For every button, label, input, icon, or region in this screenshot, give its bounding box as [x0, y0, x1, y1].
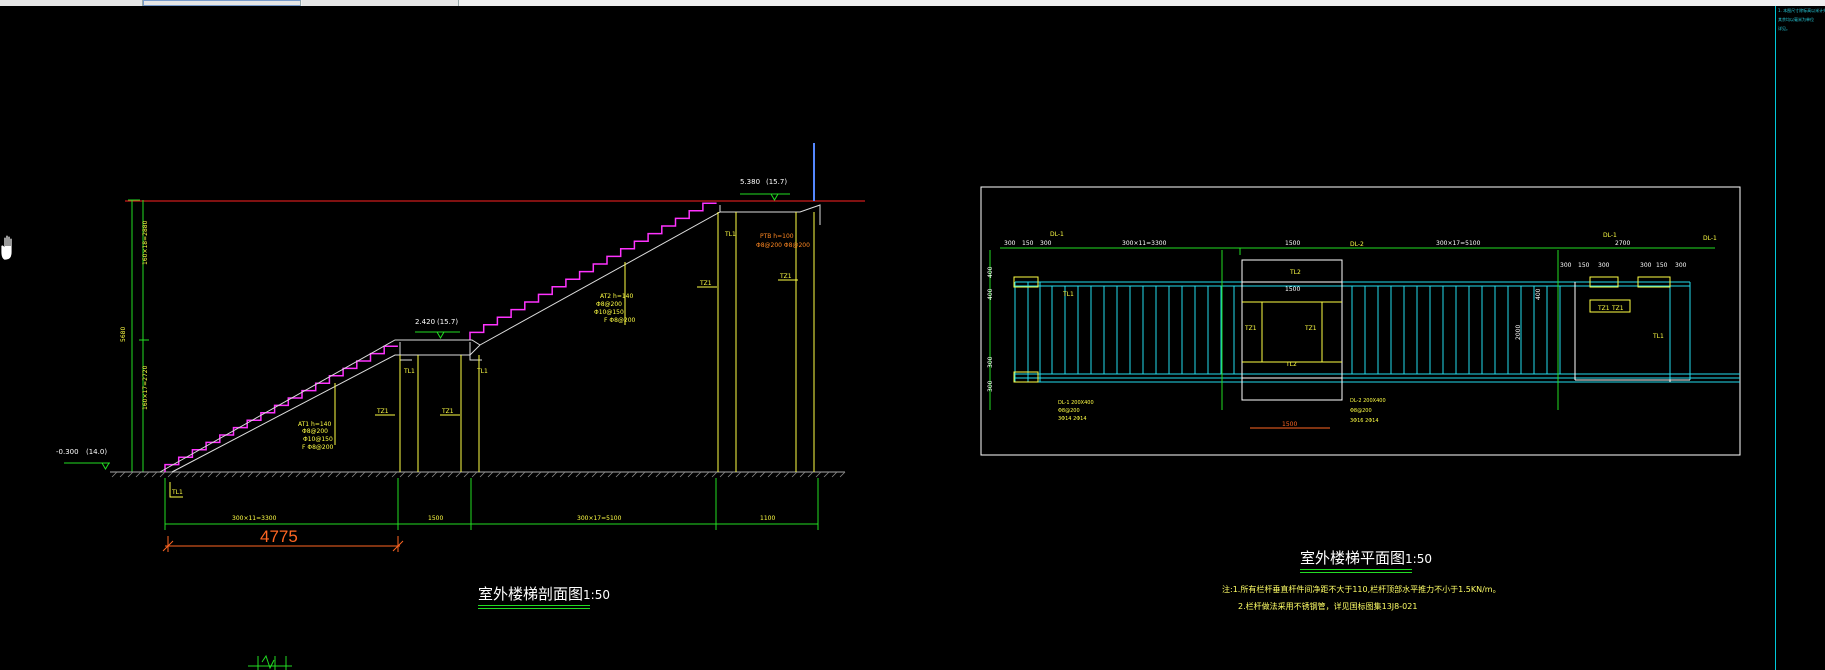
plan-side-dim-3: 300	[987, 356, 994, 368]
right-panel-note-3: 详见。	[1778, 26, 1790, 31]
elevation-marker-top: 5.380 (15.7)	[740, 178, 790, 201]
section-title: 室外楼梯剖面图1:50	[478, 585, 610, 603]
plan-label-dl1-a: DL-1	[1050, 231, 1064, 238]
dim-bottom-3: 300×17=5100	[577, 515, 622, 522]
plan-dim-center-bottom: 1500	[1282, 421, 1297, 428]
plan-title: 室外楼梯平面图1:50	[1300, 549, 1432, 567]
dim-vertical-lower: 160×17=2720	[142, 365, 149, 410]
plan-side-dim-2: 400	[987, 288, 994, 300]
dim-4775-marker	[162, 536, 404, 552]
plan-note-mid-2: Φ8@200	[1350, 408, 1372, 414]
label-tz1-c: TZ1	[699, 280, 712, 287]
plan-note-mid-3: 3Φ16 2Φ14	[1350, 418, 1379, 424]
right-panel-note-1: 1. 本图尺寸除标高以米计外	[1778, 8, 1825, 13]
plan-dim-top-9: 300	[1598, 262, 1610, 269]
label-tz1-d: TZ1	[779, 273, 792, 280]
note-upper-3: Φ10@150	[594, 309, 624, 316]
dim-4775: 4775	[260, 527, 298, 546]
svg-text:2.420: 2.420	[415, 318, 435, 326]
file-tab-1[interactable]	[0, 0, 143, 6]
label-tz1-b: TZ1	[441, 408, 454, 415]
stair-flight-lower	[164, 345, 398, 472]
label-tz1-a: TZ1	[376, 408, 389, 415]
dim-bottom-1: 300×11=3300	[232, 515, 277, 522]
plan-label-tz1-b: TZ1	[1304, 325, 1317, 332]
note-lower-3: Φ10@150	[303, 436, 333, 443]
file-tab-2[interactable]	[143, 0, 301, 6]
plan-drawing: 1500 300 150 300 300×11=3300 1500 300×17…	[980, 186, 1741, 456]
plan-dim-top-10: 300	[1640, 262, 1652, 269]
plan-dim-top-8: 150	[1578, 262, 1590, 269]
plan-note-mid-1: DL-2 200X400	[1350, 398, 1386, 404]
dim-vertical-upper: 160×18=2880	[142, 220, 149, 265]
plan-label-dl1-b: DL-1	[1603, 232, 1617, 239]
top-tab-bar	[0, 0, 1825, 6]
elevation-marker-mid: 2.420 (15.7)	[415, 318, 460, 339]
plan-label-dl2: DL-2	[1350, 241, 1364, 248]
label-tl1-c: TL1	[724, 231, 736, 238]
note-upper-2: Φ8@200	[596, 301, 622, 308]
note-upper-4: F Φ8@200	[604, 317, 636, 324]
note-top-1: PTB h=100	[760, 233, 794, 240]
note-line-1: 注:1.所有栏杆垂直杆件间净距不大于110,栏杆顶部水平推力不小于1.5KN/m…	[1222, 585, 1501, 594]
plan-side-dim-5: 2000	[1515, 325, 1522, 340]
svg-text:(15.7): (15.7)	[766, 178, 787, 186]
svg-text:(15.7): (15.7)	[437, 318, 458, 326]
plan-dim-top-11: 150	[1656, 262, 1668, 269]
stair-flight-upper	[469, 202, 717, 340]
section-drawing: 160×18=2880 160×17=2720 5680	[56, 143, 865, 552]
svg-text:(14.0): (14.0)	[86, 448, 107, 456]
plan-note-left-3: 3Φ14 2Φ14	[1058, 416, 1087, 422]
plan-label-tz1-a: TZ1	[1244, 325, 1257, 332]
note-lower-4: F Φ8@200	[302, 444, 334, 451]
note-lower-1: AT1 h=140	[298, 421, 331, 428]
plan-label-tz1-d: TZ1	[1611, 305, 1624, 312]
plan-label-tl2-b: TL2	[1285, 361, 1297, 368]
plan-dim-top2: 2700	[1615, 240, 1630, 247]
note-lower-2: Φ8@200	[302, 428, 328, 435]
plan-label-tl2-a: TL2	[1289, 269, 1301, 276]
plan-label-tz1-c: TZ1	[1597, 305, 1610, 312]
right-panel-note-2: 其余均以毫米为单位	[1778, 17, 1814, 22]
partial-detail-fragment	[248, 654, 292, 670]
plan-label-dl1-c: DL-1	[1703, 235, 1717, 242]
plan-dim-top-12: 300	[1675, 262, 1687, 269]
label-tl1-b: TL1	[476, 368, 488, 375]
plan-dim-center: 1500	[1285, 286, 1300, 293]
plan-note-left-2: Φ8@200	[1058, 408, 1080, 414]
svg-text:5.380: 5.380	[740, 178, 760, 186]
label-tl1-d: TL1	[171, 489, 183, 496]
dim-vertical-total: 5680	[120, 327, 127, 342]
plan-side-dim-6: 400	[1535, 288, 1542, 300]
plan-frame	[980, 186, 1741, 456]
dim-bottom-2: 1500	[428, 515, 443, 522]
note-upper-1: AT2 h=140	[600, 293, 633, 300]
plan-side-dim-4: 300	[987, 380, 994, 392]
plan-dim-top-2: 150	[1022, 240, 1034, 247]
plan-dim-top-4: 300×11=3300	[1122, 240, 1167, 247]
plan-dim-top-6: 300×17=5100	[1436, 240, 1481, 247]
label-tl1-a: TL1	[403, 368, 415, 375]
note-top-2: Φ8@200 Φ8@200	[756, 242, 810, 249]
file-tab-3[interactable]	[302, 0, 459, 6]
plan-side-dim-1: 400	[987, 266, 994, 278]
plan-landing	[1241, 259, 1343, 401]
plan-dim-top-1: 300	[1004, 240, 1016, 247]
right-side-panel: 1. 本图尺寸除标高以米计外 其余均以毫米为单位 详见。	[1775, 6, 1825, 670]
plan-dim-top-3: 300	[1040, 240, 1052, 247]
plan-dim-top-5: 1500	[1285, 240, 1300, 247]
svg-text:-0.300: -0.300	[56, 448, 79, 456]
elevation-marker-ground: -0.300 (14.0)	[56, 448, 110, 470]
plan-label-tl1-a: TL1	[1062, 291, 1074, 298]
plan-dim-top-7: 300	[1560, 262, 1572, 269]
note-line-2: 2.栏杆做法采用不锈钢管，详见国标图集13J8-021	[1238, 602, 1418, 611]
dim-bottom-4: 1100	[760, 515, 775, 522]
plan-label-tl1-b: TL1	[1652, 333, 1664, 340]
hand-cursor-icon	[0, 234, 20, 266]
plan-note-left-1: DL-1 200X400	[1058, 400, 1094, 406]
